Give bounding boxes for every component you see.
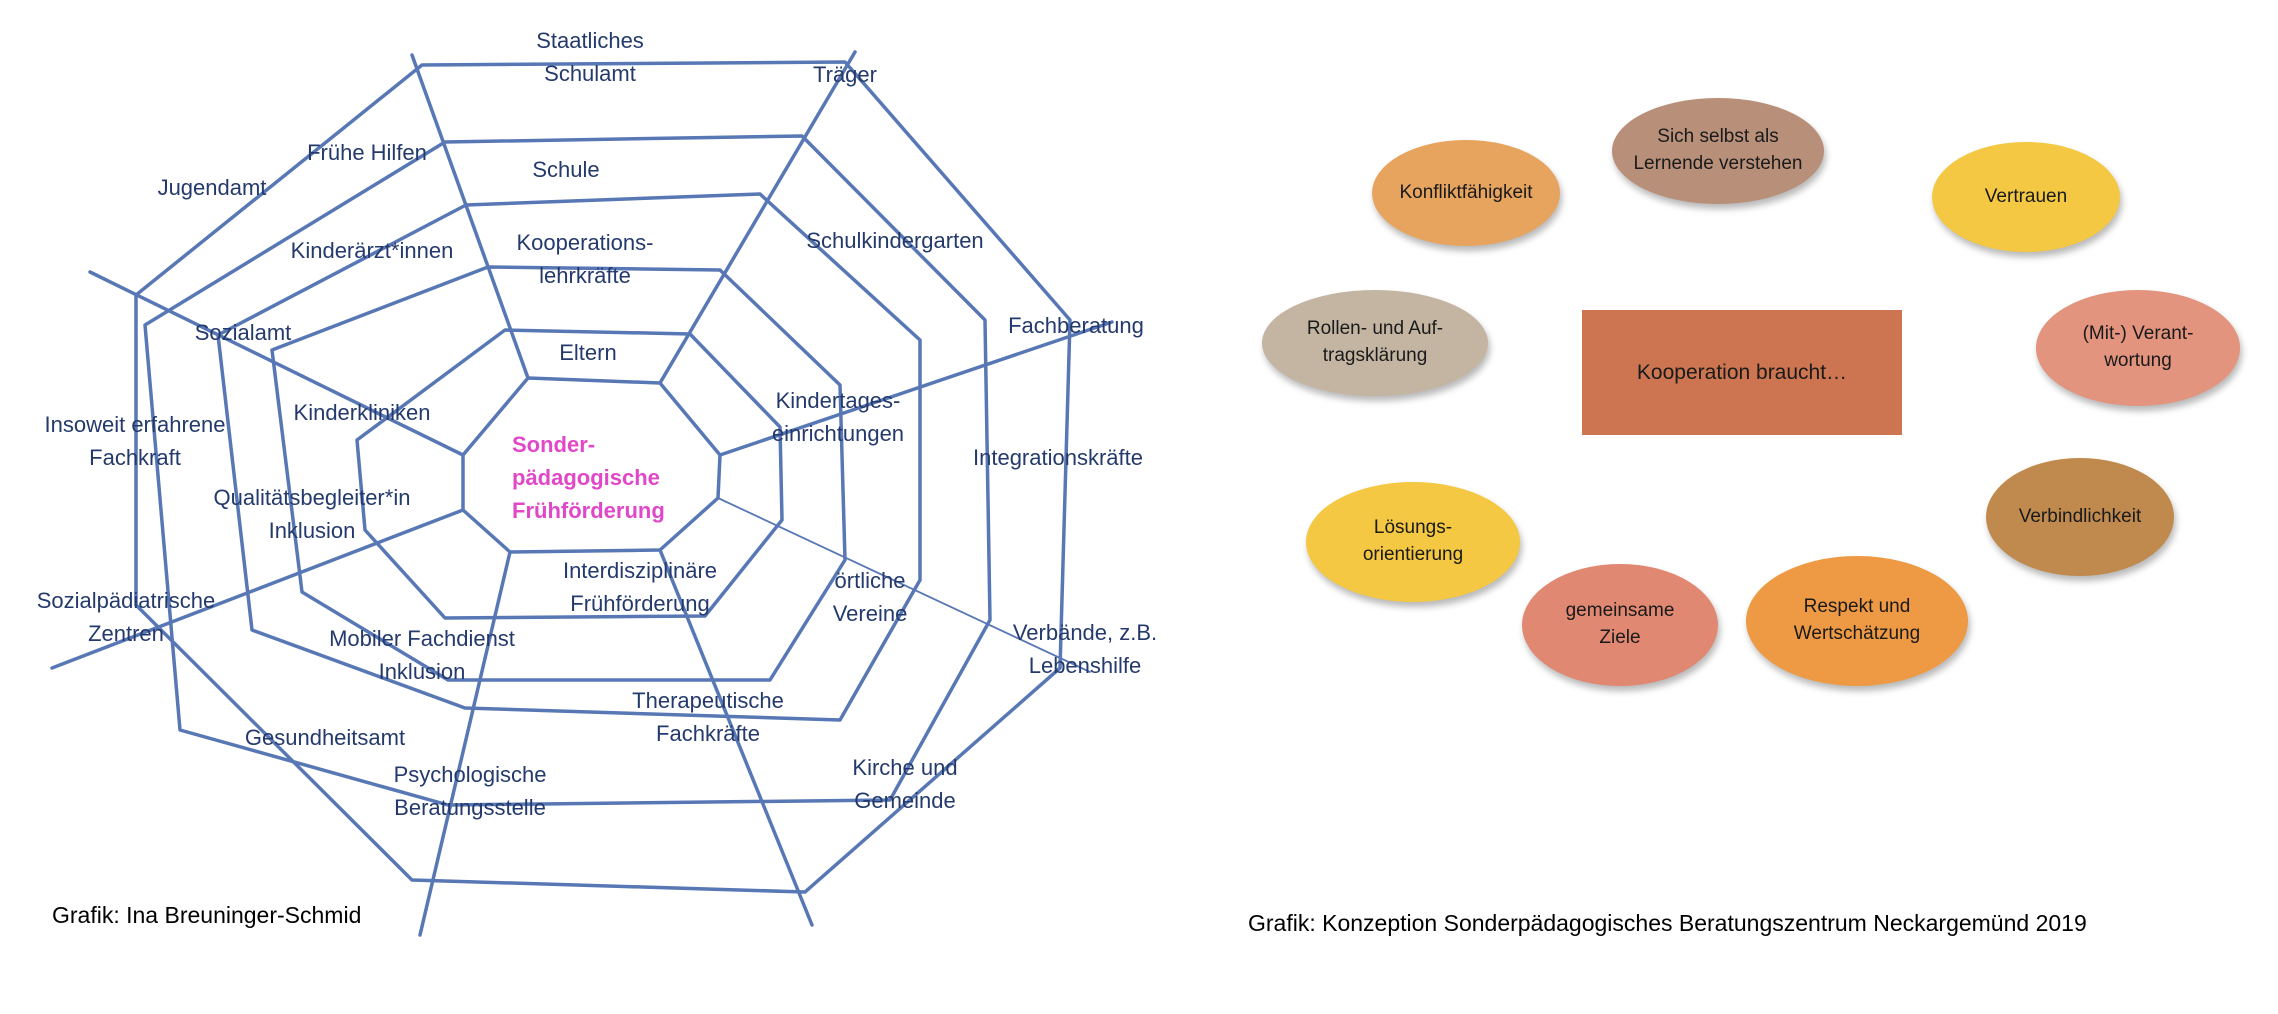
cooperation-center-box: Kooperation braucht…	[1582, 310, 1902, 435]
web-ring-3	[270, 265, 847, 682]
web-spoke	[717, 497, 1091, 673]
web-spoke	[88, 270, 465, 457]
bubble-solutions: Lösungs- orientierung	[1306, 482, 1520, 602]
web-ring-4	[216, 192, 922, 722]
caption-left: Grafik: Ina Breuninger-Schmid	[52, 902, 362, 928]
bubble-conflict: Konfliktfähigkeit	[1372, 140, 1560, 246]
web-ring-6	[134, 60, 1072, 894]
web-label: Kooperations-lehrkräfte	[517, 230, 654, 288]
web-spoke	[410, 53, 530, 380]
bubble-common-goals: gemeinsame Ziele	[1522, 564, 1718, 686]
web-spoke	[658, 50, 857, 385]
web-label: Träger	[813, 62, 877, 87]
web-label: Integrationskräfte	[973, 445, 1143, 470]
web-ring-5	[143, 134, 992, 807]
bubble-commitment: Verbindlichkeit	[1986, 458, 2174, 576]
web-label: Verbände, z.B.Lebenshilfe	[1013, 620, 1157, 678]
bubble-trust: Vertrauen	[1932, 142, 2120, 252]
web-spoke	[718, 320, 1114, 457]
caption-right: Grafik: Konzeption Sonderpädagogisches B…	[1248, 910, 2087, 936]
web-spoke	[50, 508, 465, 670]
web-label: Schulkindergarten	[806, 228, 983, 253]
web-label: Schule	[532, 157, 599, 182]
web-label: Gesundheitsamt	[245, 725, 405, 750]
bubble-self-learning: Sich selbst als Lernende verstehen	[1612, 98, 1824, 204]
web-label: Sozialamt	[195, 320, 292, 345]
web-label: Kinderkliniken	[294, 400, 431, 425]
web-label: Fachberatung	[1008, 313, 1144, 338]
web-ring-2	[355, 328, 784, 620]
web-label: Kindertages-einrichtungen	[772, 388, 904, 446]
bubble-responsibility: (Mit-) Verant- wortung	[2036, 290, 2240, 406]
bubble-roles: Rollen- und Auf- tragsklärung	[1262, 290, 1488, 396]
web-spoke	[418, 550, 512, 937]
web-lines	[50, 50, 1114, 937]
web-label: Eltern	[559, 340, 616, 365]
web-label: Kinderärzt*innen	[291, 238, 454, 263]
web-spoke	[658, 548, 814, 927]
bubble-respect: Respekt und Wertschätzung	[1746, 556, 1968, 686]
web-label: Jugendamt	[158, 175, 267, 200]
web-label: Frühe Hilfen	[307, 140, 427, 165]
